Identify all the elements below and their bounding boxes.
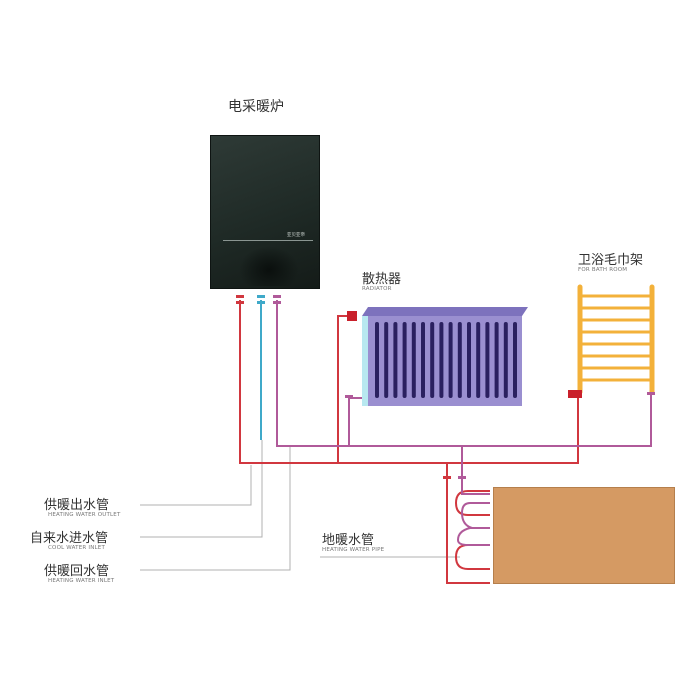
radiator-fin xyxy=(485,322,490,398)
boiler-label: 电采暖炉 xyxy=(228,99,284,115)
supply-main xyxy=(239,300,579,464)
leader-heating-outlet xyxy=(140,465,252,506)
radiator-fin xyxy=(375,322,379,398)
towel-rack-rungs xyxy=(578,294,654,382)
valve-cool-bottom xyxy=(257,301,265,304)
valve-supply-top xyxy=(236,295,244,298)
boiler-hand-image xyxy=(239,246,299,286)
leader-lines xyxy=(140,440,460,571)
valve-return-top xyxy=(273,295,281,298)
return-main xyxy=(276,300,652,447)
towel-rack-label-en: FOR BATH ROOM xyxy=(578,267,628,273)
return-from-radiator xyxy=(348,397,362,446)
radiator-fins xyxy=(375,322,517,398)
floor-coil-return xyxy=(456,502,490,546)
radiator xyxy=(362,307,528,406)
supply-to-floor xyxy=(446,463,490,584)
radiator-fin xyxy=(503,322,508,398)
valve-radiator-supply xyxy=(347,311,357,321)
floor-heating-panel xyxy=(493,487,675,584)
radiator-top xyxy=(362,307,528,316)
radiator-fin xyxy=(402,322,407,398)
heating-inlet-label-en: HEATING WATER INLET xyxy=(48,578,115,584)
radiator-fin xyxy=(476,322,481,398)
radiator-fin xyxy=(494,322,499,398)
valve-return-bottom xyxy=(273,301,281,304)
cool-inlet-label: 自来水进水管 xyxy=(30,531,109,546)
valve-radiator-return xyxy=(345,395,353,398)
cool-inlet-label-en: COOL WATER INLET xyxy=(48,545,106,551)
leader-cool-inlet xyxy=(140,440,263,538)
electric-boiler: 亚贝亚帝 xyxy=(210,135,320,289)
boiler-display-line xyxy=(223,240,313,241)
valve-towel-return xyxy=(647,392,655,395)
floor-pipe-label-en: HEATING WATER PIPE xyxy=(322,547,385,553)
radiator-fin xyxy=(457,322,462,398)
valve-floor-return xyxy=(458,476,466,479)
boiler-brand-text: 亚贝亚帝 xyxy=(287,233,305,238)
towel-rack-label: 卫浴毛巾架 xyxy=(578,253,644,268)
towel-rack xyxy=(577,284,655,395)
radiator-fin xyxy=(439,322,444,398)
floor-pipe-label: 地暖水管 xyxy=(322,533,375,548)
return-from-floor xyxy=(461,446,490,495)
radiator-fin xyxy=(411,322,416,398)
valve-floor-supply xyxy=(443,476,451,479)
radiator-side xyxy=(362,316,368,406)
radiator-fin xyxy=(448,322,453,398)
heating-outlet-label-en: HEATING WATER OUTLET xyxy=(48,512,121,518)
leader-heating-inlet xyxy=(140,446,291,571)
radiator-label-en: RADIATOR xyxy=(362,286,392,292)
valve-cool-top xyxy=(257,295,265,298)
radiator-label: 散热器 xyxy=(362,272,402,287)
radiator-fin xyxy=(513,322,517,398)
valve-towel-supply xyxy=(568,390,582,398)
radiator-fin xyxy=(430,322,435,398)
radiator-fin xyxy=(384,322,389,398)
radiator-fin xyxy=(467,322,471,398)
heating-inlet-label: 供暖回水管 xyxy=(44,564,110,579)
radiator-fin xyxy=(421,322,425,398)
radiator-fin xyxy=(393,322,398,398)
valve-supply-bottom xyxy=(236,301,244,304)
valves xyxy=(236,295,655,479)
heating-outlet-label: 供暖出水管 xyxy=(44,498,110,513)
